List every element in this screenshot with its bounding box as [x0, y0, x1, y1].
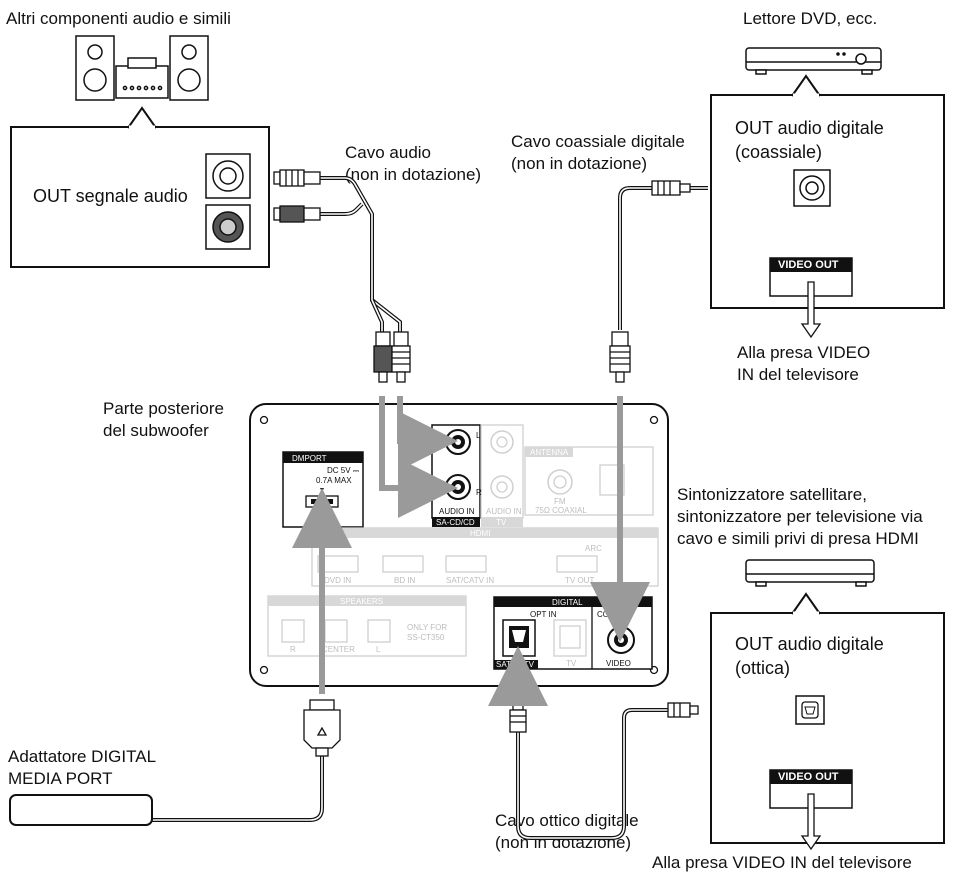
panel-dmport: DMPORT [292, 454, 327, 463]
coax-plug-top [651, 180, 691, 196]
panel-only-for1: ONLY FOR [407, 623, 447, 632]
panel-fm-spec: 75Ω COAXIAL [535, 506, 587, 515]
panel-video: VIDEO [606, 659, 631, 668]
panel-arc: ARC [585, 544, 602, 553]
label-opt-out-2: (ottica) [735, 658, 791, 678]
coax-plug-bottom [609, 331, 631, 383]
coax-cable [618, 186, 708, 330]
label-coax-cable-1: Cavo coassiale digitale [511, 132, 685, 151]
panel-sacd: SA-CD/CD [436, 518, 475, 527]
panel-r: R [476, 488, 482, 497]
panel-dvd-in: DVD IN [324, 576, 351, 585]
video-out-label-1: VIDEO OUT [778, 259, 839, 271]
audio-cable [320, 176, 402, 332]
panel-dmport-spec1: DC 5V ⎓ [327, 466, 360, 475]
label-opt-cable-1: Cavo ottico digitale [495, 811, 639, 830]
panel-antenna: ANTENNA [530, 448, 569, 457]
panel-hdmi: HDMI [470, 529, 490, 538]
panel-sp-r: R [290, 645, 296, 654]
gray-arrows [292, 396, 650, 706]
panel-l: L [476, 431, 481, 440]
coax-jack-icon [793, 169, 831, 207]
label-sat-3: cavo e simili privi di presa HDMI [677, 529, 919, 548]
label-sub-rear-2: del subwoofer [103, 421, 209, 440]
video-out-label-2: VIDEO OUT [778, 771, 839, 783]
subwoofer-rear-panel [249, 403, 669, 687]
label-dvd-out-1: OUT audio digitale [735, 118, 884, 138]
panel-fm: FM [554, 497, 566, 506]
panel-only-for2: SS-CT350 [407, 633, 445, 642]
dmport-adapter-icon [9, 794, 153, 826]
label-to-tv-1: Alla presa VIDEO [737, 343, 871, 362]
panel-sp-center: CENTER [322, 645, 355, 654]
panel-tv-out: TV OUT [565, 576, 594, 585]
label-sub-rear-1: Parte posteriore [103, 399, 224, 418]
optical-cable [516, 708, 668, 840]
label-sat-1: Sintonizzatore satellitare, [677, 485, 867, 504]
panel-tv2: TV [566, 659, 577, 668]
panel-digital: DIGITAL [552, 598, 583, 607]
panel-tv: TV [496, 518, 507, 527]
label-dmport-adapter-1: Adattatore DIGITAL [8, 747, 157, 766]
label-opt-out-1: OUT audio digitale [735, 634, 884, 654]
panel-audio-in-tv: AUDIO IN [486, 507, 522, 516]
label-dmport-adapter-2: MEDIA PORT [8, 769, 113, 788]
rca-plugs-subwoofer [373, 331, 411, 383]
panel-speakers: SPEAKERS [340, 597, 383, 606]
label-dvd-player: Lettore DVD, ecc. [743, 9, 878, 28]
label-audio-out: OUT segnale audio [33, 186, 188, 206]
audio-box-pointer [127, 106, 157, 129]
arrow-to-tv-2 [800, 793, 822, 851]
label-sat-2: sintonizzatore per televisione via [677, 507, 923, 526]
rca-plugs-left [273, 169, 321, 223]
panel-sp-l: L [376, 645, 381, 654]
panel-bd-in: BD IN [394, 576, 416, 585]
label-coax-cable-2: (non in dotazione) [511, 154, 648, 173]
stereo-system-icon [75, 35, 209, 101]
panel-satcatv: SAT/CATV [496, 660, 535, 669]
label-to-tv-bottom: Alla presa VIDEO IN del televisore [652, 853, 912, 872]
label-dvd-out-2: (coassiale) [735, 142, 823, 162]
optical-plug-bottom [509, 701, 527, 733]
dmport-plug [303, 699, 341, 757]
label-audio-cable-1: Cavo audio [345, 143, 432, 162]
label-other-audio: Altri componenti audio e simili [6, 9, 231, 28]
panel-dmport-spec2: 0.7A MAX [316, 476, 352, 485]
panel-opt-in: OPT IN [530, 610, 557, 619]
dmport-cable [150, 756, 324, 822]
satellite-receiver-icon [745, 559, 875, 587]
panel-coax-in: COAX IN [597, 610, 630, 619]
dvd-player-icon [745, 47, 882, 75]
panel-satcatv-in: SAT/CATV IN [446, 576, 494, 585]
label-to-tv-2: IN del televisore [737, 365, 859, 384]
optical-plug-right [667, 702, 699, 718]
label-audio-cable-2: (non in dotazione) [345, 165, 482, 184]
optical-jack-icon [795, 695, 825, 725]
arrow-to-tv-1 [800, 281, 822, 339]
rca-jacks [205, 153, 251, 250]
panel-audio-in: AUDIO IN [439, 507, 475, 516]
